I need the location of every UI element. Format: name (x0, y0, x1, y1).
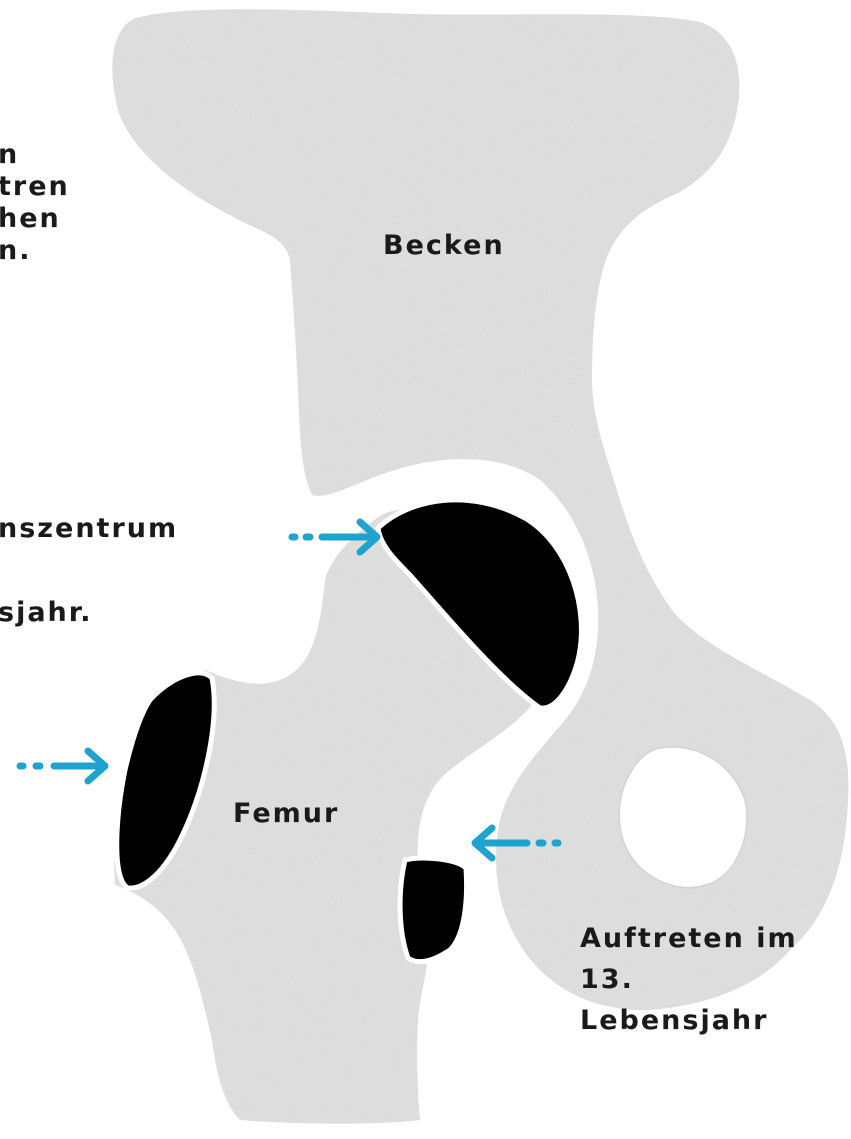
left-top-label-line: hen (0, 203, 70, 235)
lesser-trochanter-ossification-center (400, 858, 466, 962)
bottom-right-label-line: Auftreten im (580, 918, 798, 959)
left-mid-label-line2: sjahr. (0, 597, 93, 629)
bottom-right-label-line: Lebensjahr (580, 1000, 798, 1041)
left-top-label-line: n. (0, 235, 70, 267)
left-mid-label-line1: nszentrum (0, 513, 178, 545)
bottom-right-label: Auftreten im 13. Lebensjahr (580, 918, 798, 1041)
pelvis-label: Becken (383, 230, 505, 262)
arrow-right-icon (292, 522, 377, 552)
left-top-label-line: n (0, 139, 70, 171)
arrow-right-icon (20, 751, 105, 781)
femur-label: Femur (233, 798, 339, 830)
bottom-right-label-line: 13. (580, 959, 798, 1000)
left-top-label: n tren hen n. (0, 139, 70, 267)
left-top-label-line: tren (0, 171, 70, 203)
